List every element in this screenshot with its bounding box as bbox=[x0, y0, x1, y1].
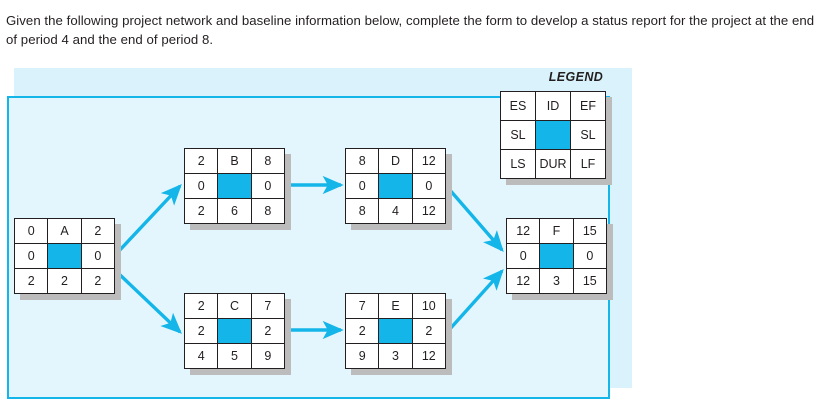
node-grid: 7 E 10 2 2 9 3 12 bbox=[345, 293, 446, 369]
node-e-lf: 12 bbox=[412, 344, 445, 368]
node-grid: 2 B 8 0 0 2 6 8 bbox=[184, 148, 285, 224]
legend-cell-lf: LF bbox=[571, 150, 605, 178]
legend-title: LEGEND bbox=[548, 70, 604, 84]
node-grid: 8 D 12 0 0 8 4 12 bbox=[345, 148, 446, 224]
node-d-sl-left: 0 bbox=[346, 174, 379, 198]
node-b-id: B bbox=[218, 149, 251, 173]
node-d-center bbox=[379, 174, 412, 198]
node-c-sl-left: 2 bbox=[185, 319, 218, 343]
legend-cell-sl-left: SL bbox=[501, 121, 535, 149]
node-b-center bbox=[218, 174, 251, 198]
node-f-ls: 12 bbox=[507, 269, 540, 293]
node-a-sl-left: 0 bbox=[15, 244, 48, 268]
node-e-es: 7 bbox=[346, 294, 379, 318]
question-prompt: Given the following project network and … bbox=[6, 13, 815, 47]
node-e-ef: 10 bbox=[412, 294, 445, 318]
node-e-dur: 3 bbox=[379, 344, 412, 368]
node-a-es: 0 bbox=[15, 219, 48, 243]
network-node-c[interactable]: 2 C 7 2 2 4 5 9 bbox=[184, 293, 291, 375]
node-d-ls: 8 bbox=[346, 199, 379, 223]
legend-cell-dur: DUR bbox=[536, 150, 570, 178]
node-a-center bbox=[48, 244, 81, 268]
node-d-sl-right: 0 bbox=[412, 174, 445, 198]
node-c-ef: 7 bbox=[251, 294, 284, 318]
node-d-lf: 12 bbox=[412, 199, 445, 223]
node-b-sl-left: 0 bbox=[185, 174, 218, 198]
node-c-id: C bbox=[218, 294, 251, 318]
node-c-center bbox=[218, 319, 251, 343]
node-c-es: 2 bbox=[185, 294, 218, 318]
network-node-a[interactable]: 0 A 2 0 0 2 2 2 bbox=[14, 218, 121, 300]
node-a-id: A bbox=[48, 219, 81, 243]
node-e-center bbox=[379, 319, 412, 343]
node-f-ef: 15 bbox=[573, 219, 606, 243]
node-f-id: F bbox=[540, 219, 573, 243]
node-c-lf: 9 bbox=[251, 344, 284, 368]
node-grid: 0 A 2 0 0 2 2 2 bbox=[14, 218, 115, 294]
node-a-sl-right: 0 bbox=[81, 244, 114, 268]
node-e-sl-left: 2 bbox=[346, 319, 379, 343]
node-e-ls: 9 bbox=[346, 344, 379, 368]
node-d-dur: 4 bbox=[379, 199, 412, 223]
network-node-b[interactable]: 2 B 8 0 0 2 6 8 bbox=[184, 148, 291, 230]
legend-cell-ef: EF bbox=[571, 92, 605, 120]
node-f-es: 12 bbox=[507, 219, 540, 243]
node-f-sl-right: 0 bbox=[573, 244, 606, 268]
legend-cell-es: ES bbox=[501, 92, 535, 120]
node-f-center bbox=[540, 244, 573, 268]
network-node-d[interactable]: 8 D 12 0 0 8 4 12 bbox=[345, 148, 452, 230]
node-a-dur: 2 bbox=[48, 269, 81, 293]
node-d-id: D bbox=[379, 149, 412, 173]
node-f-dur: 3 bbox=[540, 269, 573, 293]
node-grid: 2 C 7 2 2 4 5 9 bbox=[184, 293, 285, 369]
node-f-lf: 15 bbox=[573, 269, 606, 293]
node-b-es: 2 bbox=[185, 149, 218, 173]
node-c-dur: 5 bbox=[218, 344, 251, 368]
node-b-ef: 8 bbox=[251, 149, 284, 173]
node-e-sl-right: 2 bbox=[412, 319, 445, 343]
node-f-sl-left: 0 bbox=[507, 244, 540, 268]
legend-cell-ls: LS bbox=[501, 150, 535, 178]
node-b-dur: 6 bbox=[218, 199, 251, 223]
node-a-ls: 2 bbox=[15, 269, 48, 293]
legend-cell-center bbox=[536, 121, 570, 149]
node-c-sl-right: 2 bbox=[251, 319, 284, 343]
node-d-es: 8 bbox=[346, 149, 379, 173]
legend-box: ES ID EF SL SL LS DUR LF bbox=[500, 91, 612, 185]
node-c-ls: 4 bbox=[185, 344, 218, 368]
node-b-ls: 2 bbox=[185, 199, 218, 223]
node-b-lf: 8 bbox=[251, 199, 284, 223]
network-node-e[interactable]: 7 E 10 2 2 9 3 12 bbox=[345, 293, 452, 375]
node-b-sl-right: 0 bbox=[251, 174, 284, 198]
legend-grid: ES ID EF SL SL LS DUR LF bbox=[500, 91, 606, 179]
node-a-ef: 2 bbox=[81, 219, 114, 243]
network-node-f[interactable]: 12 F 15 0 0 12 3 15 bbox=[506, 218, 613, 300]
node-grid: 12 F 15 0 0 12 3 15 bbox=[506, 218, 607, 294]
node-e-id: E bbox=[379, 294, 412, 318]
node-a-lf: 2 bbox=[81, 269, 114, 293]
legend-cell-sl-right: SL bbox=[571, 121, 605, 149]
node-d-ef: 12 bbox=[412, 149, 445, 173]
legend-cell-id: ID bbox=[536, 92, 570, 120]
